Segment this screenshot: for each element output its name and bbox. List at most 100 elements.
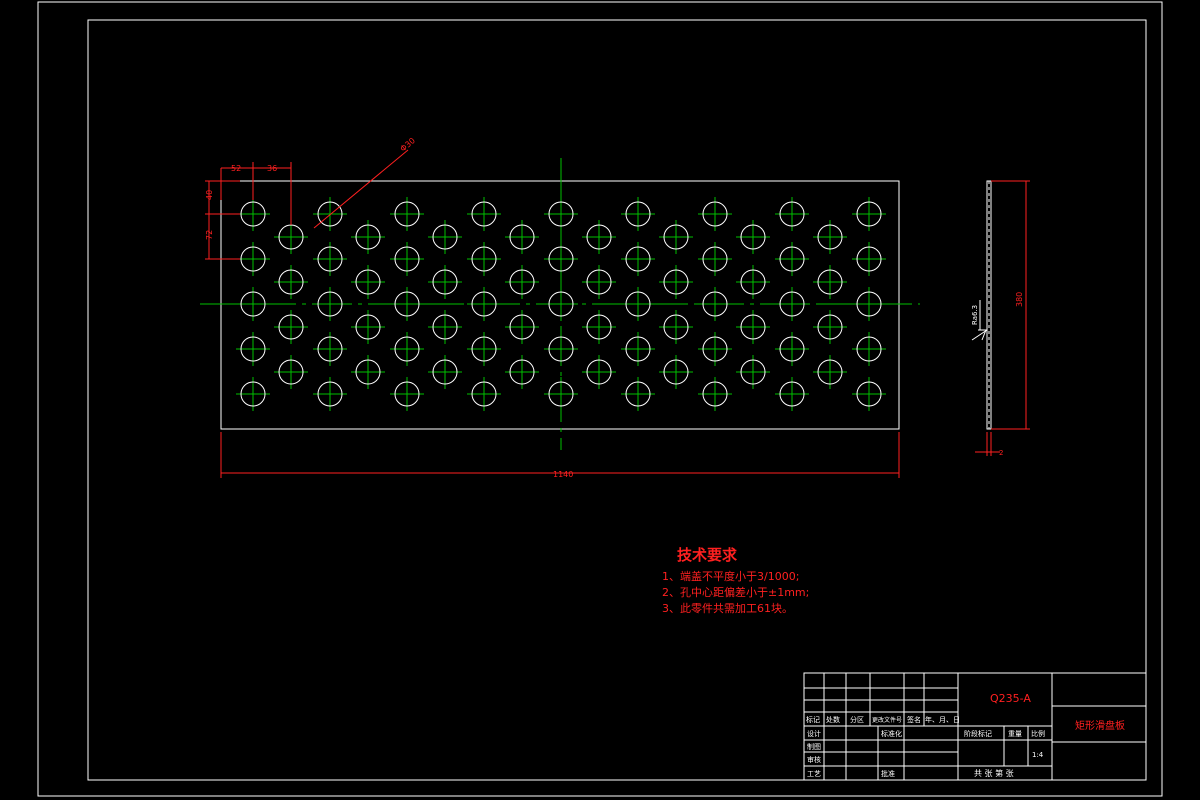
hole-62 — [355, 314, 381, 340]
hole-23 — [625, 291, 651, 317]
tb-sheet: 共 张 第 张 — [974, 768, 1014, 778]
hole-10 — [317, 246, 343, 272]
hole-64 — [509, 314, 535, 340]
hole-51 — [740, 224, 766, 250]
title-block: Q235-A 矩形滑盘板 标记 处数 分区 更改文件号 签名 年、月、日 设计 … — [803, 672, 1147, 781]
hole-39 — [471, 381, 497, 407]
tb-header-4: 签名 — [907, 715, 921, 724]
hole-48 — [509, 224, 535, 250]
tb-approve: 批准 — [881, 769, 895, 778]
hole-pattern — [236, 197, 886, 411]
hole-5 — [625, 201, 651, 227]
tb-scale-label: 比例 — [1031, 729, 1045, 738]
top-dimensions: 52 36 — [220, 162, 292, 225]
surface-finish: Ra6.3 — [971, 305, 979, 325]
dim-pitch-y2: 72 — [205, 230, 214, 240]
hole-49 — [586, 224, 612, 250]
hole-46 — [355, 224, 381, 250]
hole-29 — [394, 336, 420, 362]
tb-header-5: 年、月、日 — [925, 715, 960, 724]
tb-header-1: 处数 — [826, 715, 840, 724]
hole-19 — [317, 291, 343, 317]
hole-14 — [625, 246, 651, 272]
hole-21 — [471, 291, 497, 317]
drawing-frame — [87, 19, 1147, 781]
sheet-border — [37, 1, 1163, 797]
hole-68 — [817, 314, 843, 340]
left-dimensions: 40 72 — [205, 180, 240, 260]
hole-22 — [548, 291, 574, 317]
tech-title: 技术要求 — [677, 546, 738, 564]
hole-66 — [663, 314, 689, 340]
tb-scale-value: 1:4 — [1032, 751, 1044, 759]
hole-72 — [509, 359, 535, 385]
dim-pitch-x1: 52 — [231, 164, 241, 173]
hole-27 — [240, 336, 266, 362]
dim-overall-length: 1140 — [553, 470, 573, 479]
hole-74 — [663, 359, 689, 385]
hole-50 — [663, 224, 689, 250]
hole-76 — [817, 359, 843, 385]
hole-8 — [856, 201, 882, 227]
hole-75 — [740, 359, 766, 385]
hole-57 — [586, 269, 612, 295]
hole-41 — [625, 381, 651, 407]
hole-1 — [317, 201, 343, 227]
hole-55 — [432, 269, 458, 295]
tb-weight: 重量 — [1008, 730, 1022, 738]
tb-row-design: 设计 — [807, 729, 821, 738]
hole-28 — [317, 336, 343, 362]
tb-header-2: 分区 — [850, 715, 864, 724]
hole-15 — [702, 246, 728, 272]
tech-requirements: 技术要求 1、端盖不平度小于3/1000; 2、孔中心距偏差小于±1mm; 3、… — [662, 546, 809, 615]
hole-38 — [394, 381, 420, 407]
tb-header-0: 标记 — [806, 715, 820, 724]
hole-26 — [856, 291, 882, 317]
hole-16 — [779, 246, 805, 272]
hole-30 — [471, 336, 497, 362]
tech-item-2: 2、孔中心距偏差小于±1mm; — [662, 585, 809, 599]
hole-4 — [548, 201, 574, 227]
hole-37 — [317, 381, 343, 407]
tb-std: 标准化 — [881, 729, 902, 738]
hole-36 — [240, 381, 266, 407]
hole-71 — [432, 359, 458, 385]
hole-34 — [779, 336, 805, 362]
tb-row-draw: 制图 — [807, 742, 821, 751]
hole-6 — [702, 201, 728, 227]
hole-33 — [702, 336, 728, 362]
hole-58 — [663, 269, 689, 295]
hole-35 — [856, 336, 882, 362]
hole-69 — [278, 359, 304, 385]
hole-18 — [240, 291, 266, 317]
hole-53 — [278, 269, 304, 295]
hole-32 — [625, 336, 651, 362]
hole-12 — [471, 246, 497, 272]
tb-row-process: 工艺 — [807, 770, 821, 778]
hole-60 — [817, 269, 843, 295]
plate-outline — [220, 180, 900, 430]
dim-side-height: 380 — [1015, 292, 1024, 307]
hole-9 — [240, 246, 266, 272]
hole-2 — [394, 201, 420, 227]
hole-56 — [509, 269, 535, 295]
hole-7 — [779, 201, 805, 227]
hole-3 — [471, 201, 497, 227]
tech-item-1: 1、端盖不平度小于3/1000; — [662, 569, 799, 583]
hole-61 — [278, 314, 304, 340]
hole-59 — [740, 269, 766, 295]
hole-54 — [355, 269, 381, 295]
hole-44 — [856, 381, 882, 407]
tb-stage: 阶段标记 — [964, 729, 992, 738]
hole-67 — [740, 314, 766, 340]
hole-73 — [586, 359, 612, 385]
length-dimension: 1140 — [220, 432, 900, 479]
hole-25 — [779, 291, 805, 317]
hole-43 — [779, 381, 805, 407]
hole-17 — [856, 246, 882, 272]
hole-20 — [394, 291, 420, 317]
tb-header-3: 更改文件号 — [872, 716, 902, 724]
hole-13 — [548, 246, 574, 272]
dim-pitch-x2: 36 — [267, 164, 277, 173]
hole-42 — [702, 381, 728, 407]
